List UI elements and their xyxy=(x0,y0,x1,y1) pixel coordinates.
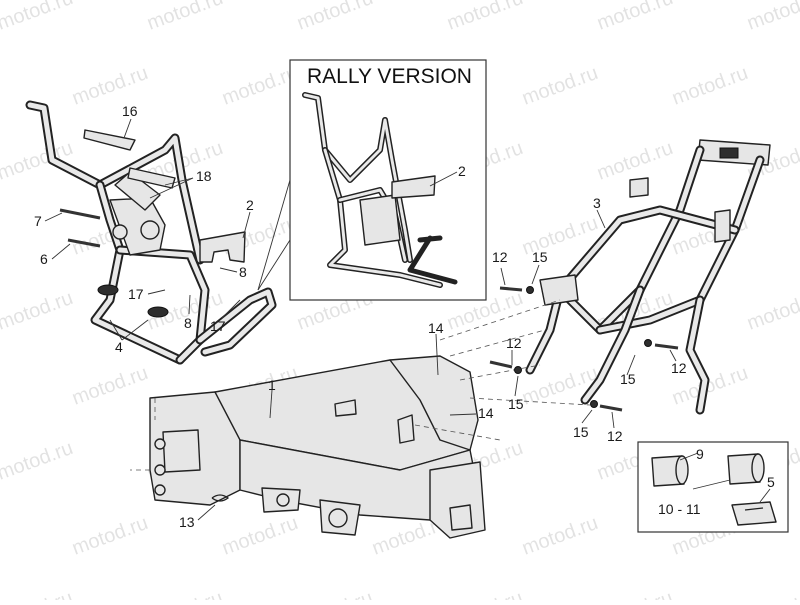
callout-7: 7 xyxy=(34,213,42,229)
watermark-text: motod.ru xyxy=(144,587,226,600)
main-frame-part xyxy=(149,355,486,539)
watermark-text: motod.ru xyxy=(0,587,76,600)
alignment-lines xyxy=(130,299,591,471)
watermark-text: motod.ru xyxy=(744,0,800,35)
watermark-text: motod.ru xyxy=(0,62,1,110)
callout-4: 4 xyxy=(115,339,123,355)
callout-18: 18 xyxy=(196,168,212,184)
callout-8-lower: 8 xyxy=(184,315,192,331)
watermark-text: motod.ru xyxy=(69,512,151,560)
watermark-text: motod.ru xyxy=(594,0,676,35)
callout-9: 9 xyxy=(696,446,704,462)
watermark-text: motod.ru xyxy=(744,287,800,335)
callout-15-right: 15 xyxy=(620,371,636,387)
watermark-text: motod.ru xyxy=(0,512,1,560)
watermark-text: motod.ru xyxy=(0,137,76,185)
callout-8-upper: 8 xyxy=(239,264,247,280)
watermark-text: motod.ru xyxy=(294,0,376,35)
callout-leaders xyxy=(44,118,771,521)
callout-15-mid: 15 xyxy=(508,396,524,412)
watermark-text: motod.ru xyxy=(0,212,1,260)
watermark-text: motod.ru xyxy=(219,62,301,110)
watermark-text: motod.ru xyxy=(0,287,76,335)
watermark-text: motod.ru xyxy=(0,0,76,35)
callout-12-bottom: 12 xyxy=(607,428,623,444)
callout-3: 3 xyxy=(593,195,601,211)
callout-14-lower: 14 xyxy=(478,405,494,421)
watermark-text: motod.ru xyxy=(144,0,226,35)
callout-17-left: 17 xyxy=(128,286,144,302)
callout-12-right: 12 xyxy=(671,360,687,376)
callout-5: 5 xyxy=(767,474,775,490)
small-parts-box xyxy=(637,441,789,533)
callout-2-inset: 2 xyxy=(458,163,466,179)
callout-17-right: 17 xyxy=(210,318,226,334)
watermark-text: motod.ru xyxy=(219,512,301,560)
watermark-text: motod.ru xyxy=(294,587,376,600)
fasteners xyxy=(489,286,679,412)
callout-12-mid: 12 xyxy=(506,335,522,351)
watermark-text: motod.ru xyxy=(69,62,151,110)
watermark-text: motod.ru xyxy=(0,437,76,485)
watermark-text: motod.ru xyxy=(594,587,676,600)
callout-6: 6 xyxy=(40,251,48,267)
watermark-text: motod.ru xyxy=(444,587,526,600)
callout-2-left: 2 xyxy=(246,197,254,213)
front-subframe-part xyxy=(25,100,277,365)
callout-15-bottom: 15 xyxy=(573,424,589,440)
watermark-text: motod.ru xyxy=(69,362,151,410)
callout-14-upper: 14 xyxy=(428,320,444,336)
watermark-text: motod.ru xyxy=(744,587,800,600)
callout-labels: 16 18 7 6 2 8 17 8 17 4 2 3 1 14 14 12 1… xyxy=(34,103,775,530)
callout-15-top: 15 xyxy=(532,249,548,265)
rally-version-inset: RALLY VERSION xyxy=(257,59,487,301)
watermark-text: motod.ru xyxy=(444,0,526,35)
watermark-text: motod.ru xyxy=(519,62,601,110)
callout-1: 1 xyxy=(268,377,276,393)
watermark-text: motod.ru xyxy=(594,137,676,185)
inset-title: RALLY VERSION xyxy=(307,65,472,88)
watermark-text: motod.ru xyxy=(669,62,751,110)
callout-16: 16 xyxy=(122,103,138,119)
callout-13: 13 xyxy=(179,514,195,530)
watermark-text: motod.ru xyxy=(0,362,1,410)
callout-12-top: 12 xyxy=(492,249,508,265)
rear-subframe-part xyxy=(525,139,771,415)
watermark-text: motod.ru xyxy=(519,512,601,560)
callout-10-11: 10 - 11 xyxy=(658,501,701,517)
